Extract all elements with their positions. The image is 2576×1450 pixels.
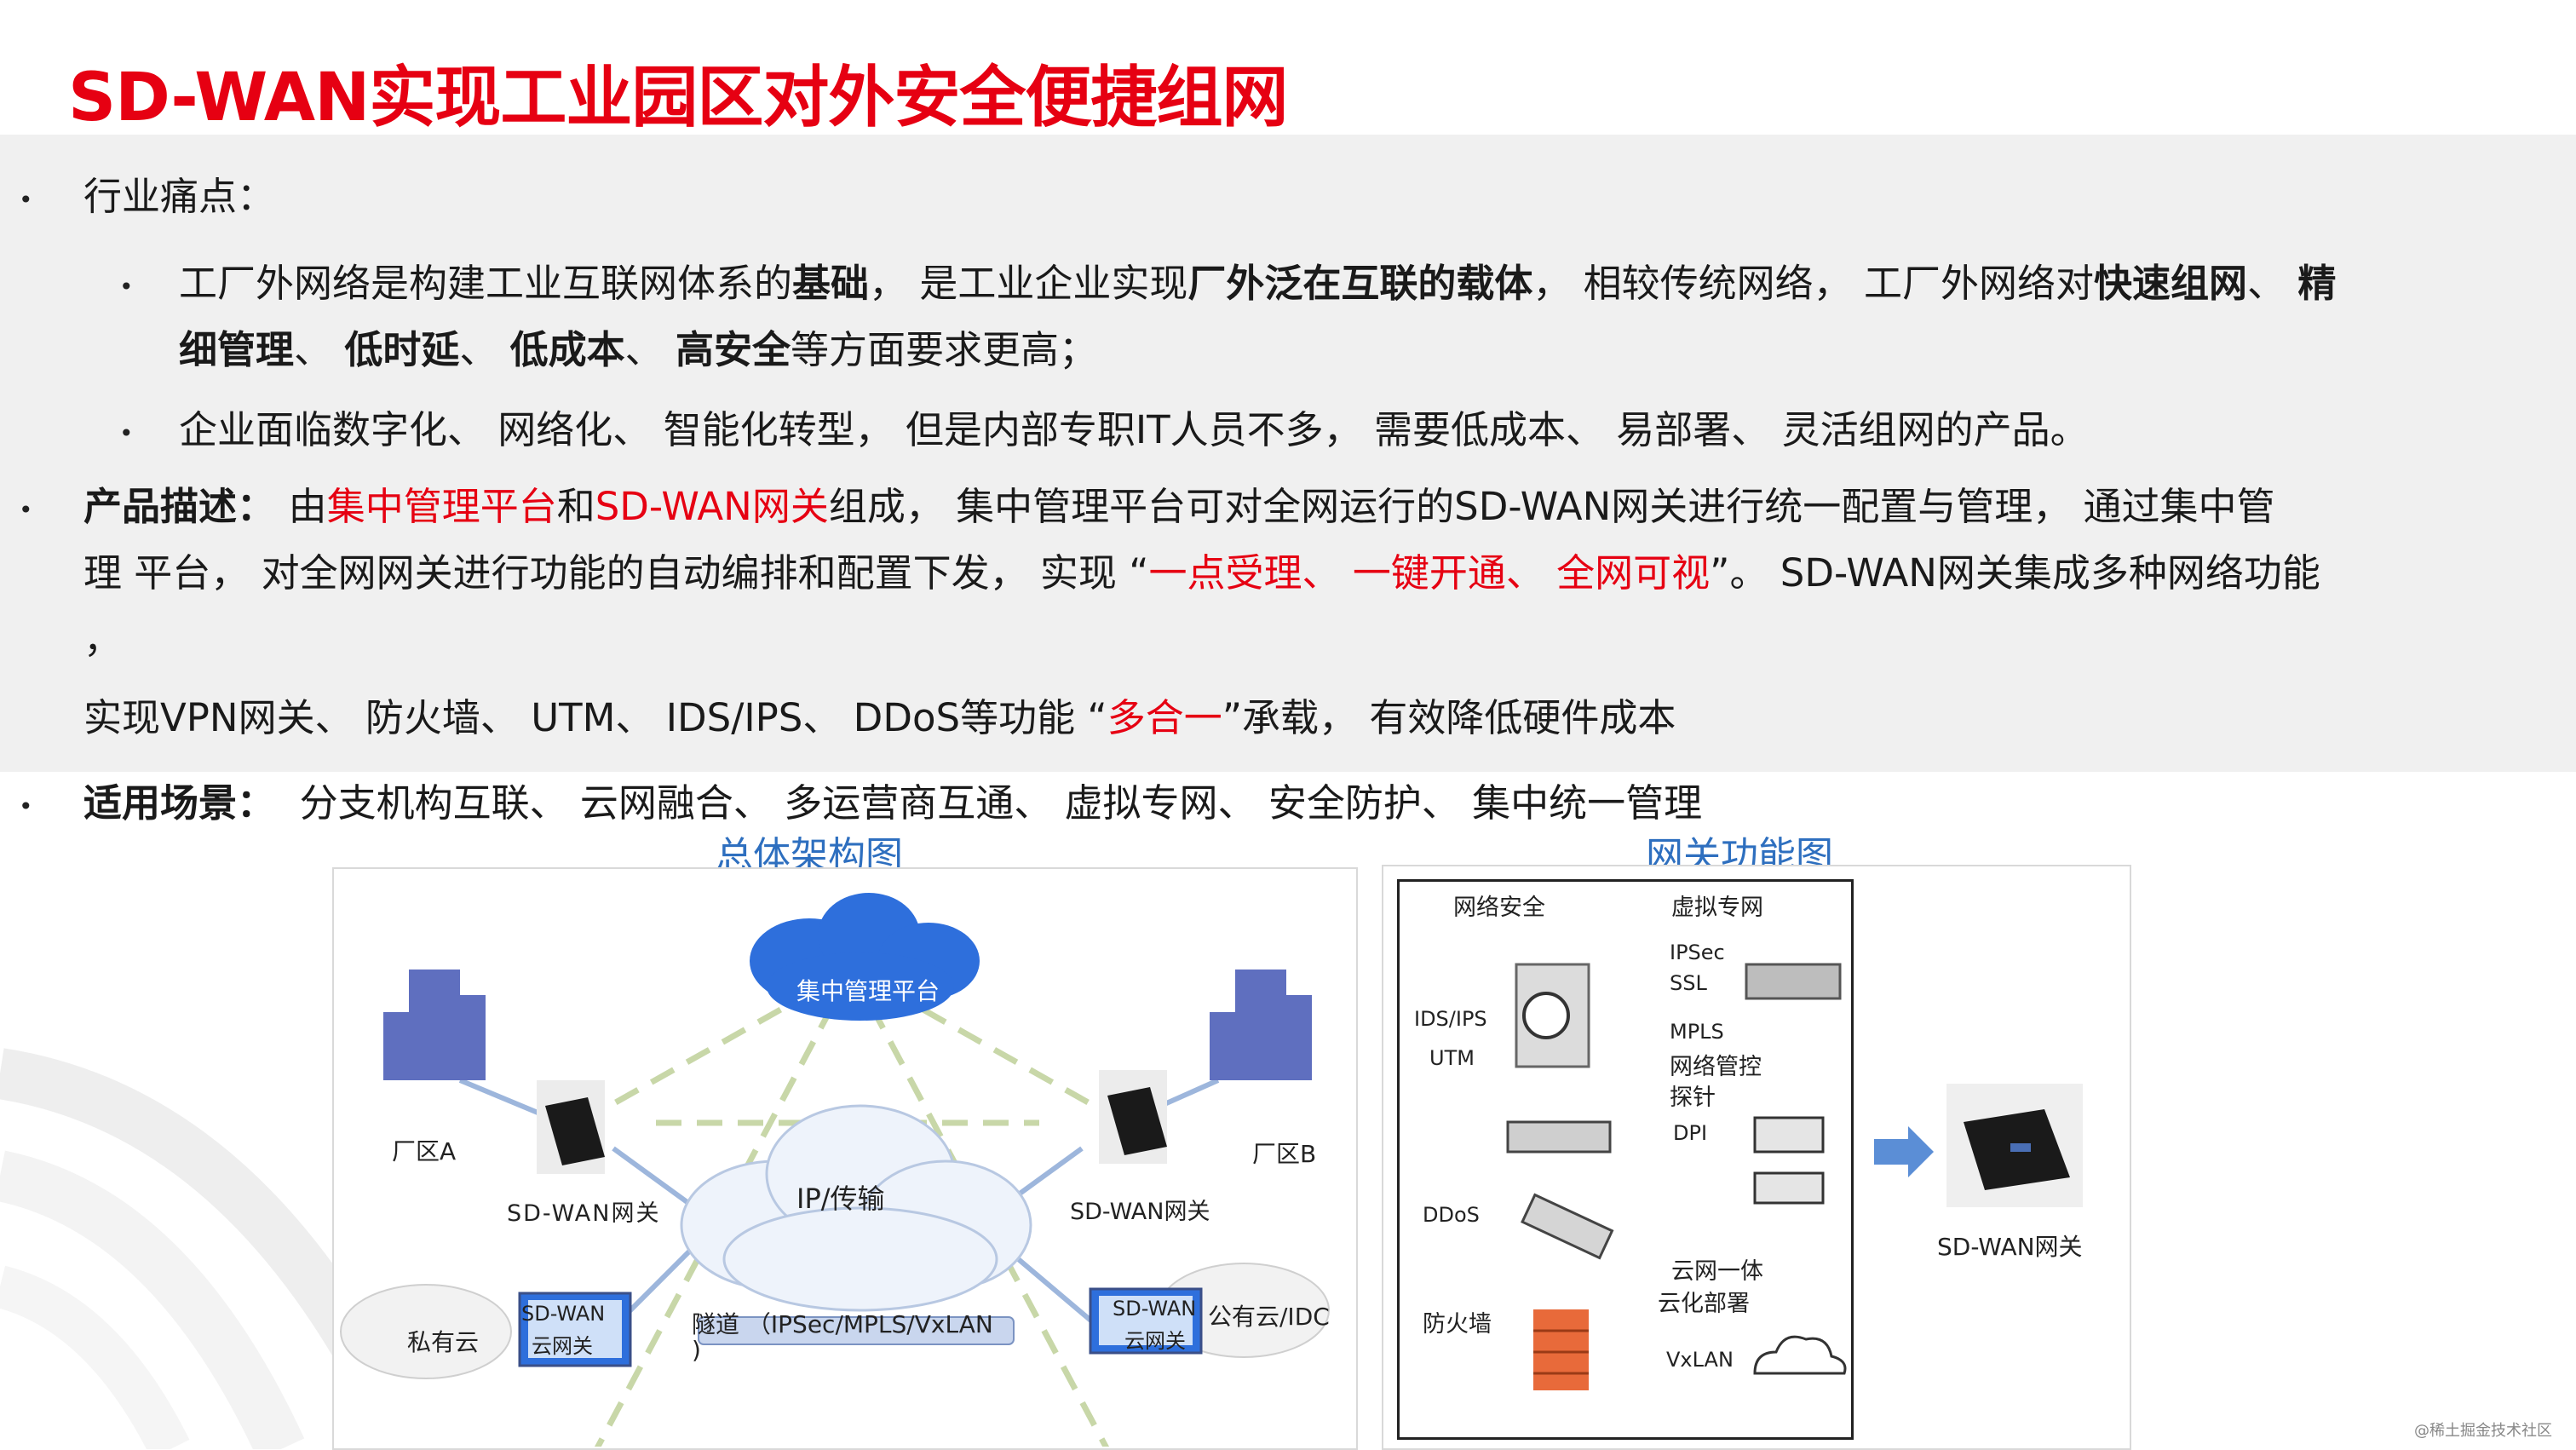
management-platform-label: 集中管理平台 [796,977,940,1005]
cloud-net-label: 云网一体 [1671,1258,1763,1285]
ip-transport-label: IP/传输 [796,1182,885,1215]
highlight-text: SD-WAN网关 [595,484,829,529]
emphasis-text: 快速组网 [2093,261,2247,306]
product-line-3: ， [83,617,123,662]
product-label: 产品描述： [83,484,289,529]
ddos-device-icon [1521,1193,1614,1260]
bullet-dot: • [19,496,33,524]
scenario-text: 分支机构互联、 云网融合、 多运营商互通、 虚拟专网、 安全防护、 集中统一管理 [299,780,1703,826]
highlight-text: 一点受理、 一键开通、 全网可视 [1148,550,1711,596]
watermark: @稀土掘金技术社区 [2414,1422,2552,1440]
scenario-line: 适用场景： 分支机构互联、 云网融合、 多运营商互通、 虚拟专网、 安全防护、 … [83,784,1702,822]
emphasis-text: 低时延 [344,327,460,372]
gateway-device-icon [537,1070,1167,1174]
bullet-dot: • [119,273,134,301]
decorative-arcs [0,1048,366,1449]
tunnel-bar [698,1316,1015,1345]
factory-a-label: 厂区A [392,1137,457,1165]
emphasis-text: 细管理 [179,327,295,372]
emphasis-text: 基础 [792,261,870,306]
emphasis-text: 厂外泛在互联的载体 [1187,261,1533,306]
ids-device-icon [1515,963,1590,1068]
pain-item-1-line-2: 细管理、 低时延、 低成本、 高安全等方面要求更高； [179,331,1097,369]
switch-icon [1506,1120,1612,1154]
bullet-dot: • [19,186,33,214]
body-text: ， 相较传统网络， 工厂外网络对 [1532,261,2094,306]
highlight-text: 多合一 [1107,695,1222,740]
ids-label: IDS/IPS [1414,1007,1487,1031]
func-diagram [1506,963,2083,1390]
body-text: 、 [2247,261,2298,306]
arrow-right-icon [1874,1126,1934,1177]
body-text: 实现VPN网关、 防火墙、 UTM、 IDS/IPS、 DDoS等功能 “ [83,695,1107,740]
product-line-1: 产品描述： 由集中管理平台和SD-WAN网关组成， 集中管理平台可对全网运行的S… [83,487,2275,526]
gateway-device-icon [1946,1084,2083,1207]
bullet-dot: • [19,792,33,820]
body-text: 工厂外网络是构建工业互联网体系的 [179,261,793,306]
ipsec-label: IPSec [1670,941,1725,964]
emphasis-text: 精 [2297,261,2337,306]
mpls-label: MPLS [1670,1020,1724,1044]
building-icon [383,970,1312,1080]
body-text: ， 是工业企业实现 [869,261,1188,306]
arch-diagram [340,893,1330,1447]
highlight-text: 集中管理平台 [326,484,557,529]
net-control-label: 网络管控 [1670,1054,1762,1080]
cloud-deploy-label: 云化部署 [1658,1291,1750,1317]
pain-item-1-line-1: 工厂外网络是构建工业互联网体系的基础， 是工业企业实现厂外泛在互联的载体， 相较… [179,264,2336,302]
ddos-label: DDoS [1423,1203,1480,1227]
probe-device-icon [1753,1171,1825,1205]
body-text: 、 [624,327,676,372]
gateway-label: SD-WAN网关 [1937,1233,2083,1261]
dpi-label: DPI [1673,1121,1708,1145]
factory-b-label: 厂区B [1252,1140,1317,1168]
probe-label: 探针 [1670,1085,1716,1111]
body-text: 由 [288,484,327,529]
body-text: 、 [294,327,345,372]
dpi-device-icon [1753,1116,1825,1154]
firewall-icon [1533,1309,1589,1390]
cloud-gateway-left-line2: 云网关 [532,1334,593,1358]
content-band [0,135,2576,772]
func-diagram-box [1397,879,1854,1440]
server-icon [1745,963,1842,1000]
body-text: 和 [556,484,595,529]
body-text: ”。 SD-WAN网关集成多种网络功能 [1710,550,2320,596]
tunnel-label-end: ) [692,1336,701,1364]
gateway-left-label: SD-WAN网关 [507,1200,661,1227]
tunnel-label: 隧道 （IPSec/MPLS/VxLAN [692,1310,993,1338]
product-line-4: 实现VPN网关、 防火墙、 UTM、 IDS/IPS、 DDoS等功能 “多合一… [83,699,1676,737]
emphasis-text: 高安全 [675,327,791,372]
ssl-label: SSL [1670,971,1707,995]
cloud-gateway-right-line1: SD-WAN [1113,1297,1197,1321]
utm-label: UTM [1429,1046,1475,1070]
body-text: 等方面要求更高； [791,327,1098,372]
page-title: SD-WAN实现工业园区对外安全便捷组网 [68,60,1288,136]
product-line-2: 理 平台， 对全网网关进行功能的自动编排和配置下发， 实现 “一点受理、 一键开… [83,554,2320,592]
scenario-label: 适用场景： [83,780,276,826]
private-cloud-label: 私有云 [407,1328,480,1356]
gateway-right-label: SD-WAN网关 [1070,1199,1210,1225]
pain-item-2: 企业面临数字化、 网络化、 智能化转型， 但是内部专职IT人员不多， 需要低成本… [179,407,2089,452]
body-text: ”承载， 有效降低硬件成本 [1222,695,1676,740]
vxlan-label: VxLAN [1666,1348,1734,1372]
body-text: 理 平台， 对全网网关进行功能的自动编排和配置下发， 实现 “ [83,550,1149,596]
virtual-private-label: 虚拟专网 [1671,895,1763,921]
ip-transport-cloud [680,1104,1032,1312]
firewall-label: 防火墙 [1423,1311,1492,1338]
bullet-dot: • [119,419,134,447]
public-cloud-label: 公有云/IDC [1208,1303,1330,1331]
body-text: 、 [459,327,510,372]
cloud-gateway-left-line1: SD-WAN [521,1302,606,1326]
net-security-label: 网络安全 [1453,895,1545,921]
cloud-gateway-right-line2: 云网关 [1124,1329,1186,1353]
pain-heading: 行业痛点： [83,174,276,219]
emphasis-text: 低成本 [509,327,625,372]
management-cloud [750,893,980,1021]
body-text: 组成， 集中管理平台可对全网运行的SD-WAN网关进行统一配置与管理， 通过集中… [828,484,2275,529]
cloud-outline-icon [1753,1335,1847,1375]
